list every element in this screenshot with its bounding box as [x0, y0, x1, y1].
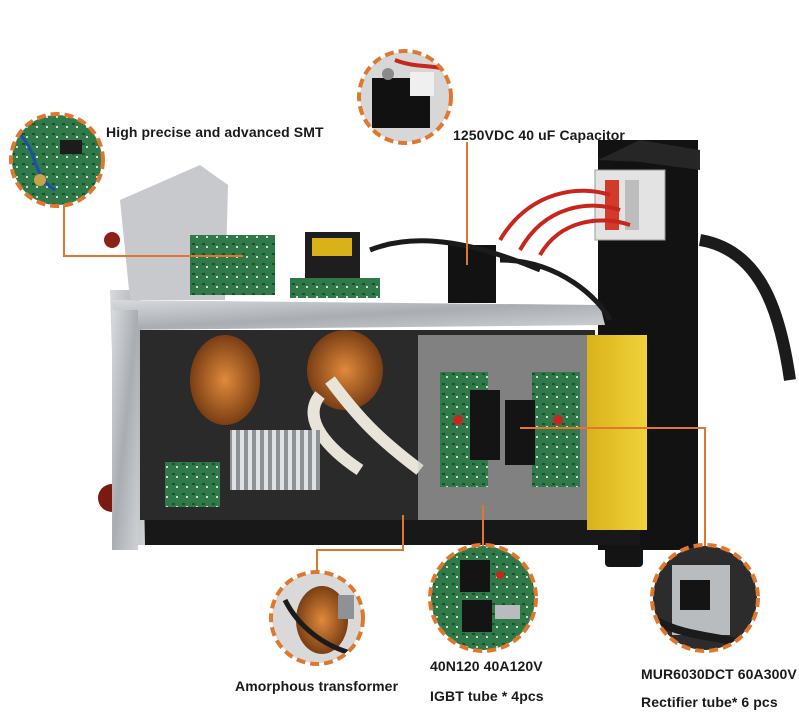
main-transformer	[307, 330, 383, 410]
terminal-grey	[625, 180, 639, 230]
igbt-devices-right	[505, 400, 535, 465]
black-wires	[369, 238, 613, 322]
callout-rectifier-circle	[650, 543, 760, 653]
white-sleeve	[307, 376, 424, 475]
red-wires	[498, 188, 631, 257]
power-cable	[698, 234, 796, 381]
igbt-devices-left	[470, 390, 500, 460]
left-inductor	[190, 335, 260, 425]
leader-smt	[63, 205, 243, 257]
top-rail	[112, 300, 605, 330]
output-pcb	[165, 462, 220, 507]
callout-smt-circle	[9, 112, 105, 208]
callout-transformer-label: Amorphous transformer	[235, 678, 399, 694]
igbt-pcb-right	[532, 372, 580, 487]
callout-transformer-circle	[269, 570, 365, 666]
callout-rectifier-count: Rectifier tube* 6 pcs	[641, 694, 778, 710]
heatsink-fins	[230, 430, 320, 490]
callout-capacitor-label: 1250VDC 40 uF Capacitor	[453, 127, 625, 143]
leader-rectifier	[520, 427, 706, 546]
callout-capacitor-circle	[357, 49, 453, 145]
leader-transformer	[316, 515, 404, 573]
yellow-heatsink	[587, 335, 647, 530]
callout-rectifier-model: MUR6030DCT 60A300V	[641, 666, 797, 682]
welder-body	[98, 140, 796, 567]
rear-panel-top	[598, 140, 700, 170]
leader-lines	[63, 142, 706, 573]
callout-igbt-count: IGBT tube * 4pcs	[430, 688, 544, 704]
callout-igbt-model: 40N120 40A120V	[430, 658, 543, 674]
aux-transformer-label	[312, 238, 352, 256]
rear-foot	[605, 545, 643, 567]
control-pcb	[190, 235, 275, 295]
front-knob-top	[104, 232, 120, 248]
capacitor-block	[448, 245, 496, 303]
aux-pcb	[290, 278, 380, 298]
igbt-cap-left	[453, 415, 463, 425]
callout-igbt-circle	[428, 543, 538, 653]
callout-smt-label: High precise and advanced SMT	[106, 124, 324, 140]
igbt-cap-right	[553, 415, 563, 425]
side-rail	[112, 310, 138, 550]
